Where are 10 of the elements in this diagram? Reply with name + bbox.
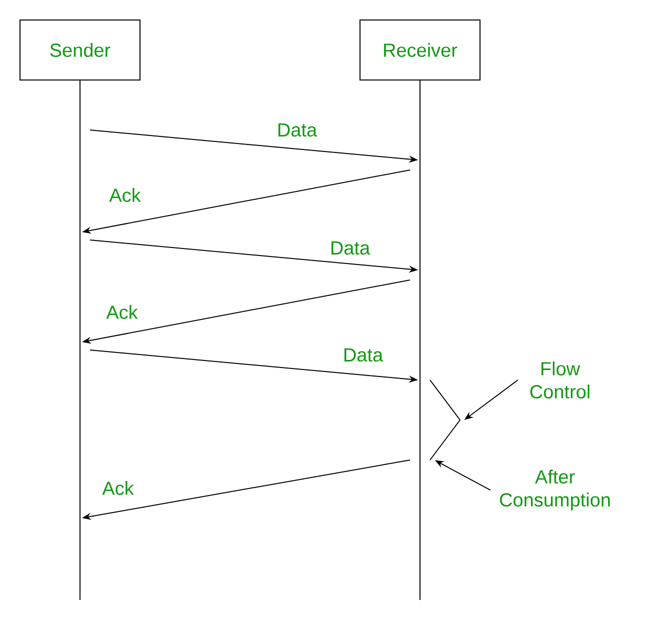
edge-label: Ack bbox=[106, 305, 138, 319]
annotation-text: Flow Control bbox=[530, 362, 590, 398]
annotation-text: After Consumption bbox=[500, 470, 610, 510]
participant-box: Receiver bbox=[360, 20, 480, 80]
edge-label: Data bbox=[344, 348, 384, 362]
edge-label: Ack bbox=[102, 481, 134, 495]
edge-label: Data bbox=[278, 123, 318, 137]
edge-label: Ack bbox=[109, 188, 141, 202]
participant-box: Sender bbox=[20, 20, 140, 80]
edge-label: Data bbox=[332, 241, 370, 255]
